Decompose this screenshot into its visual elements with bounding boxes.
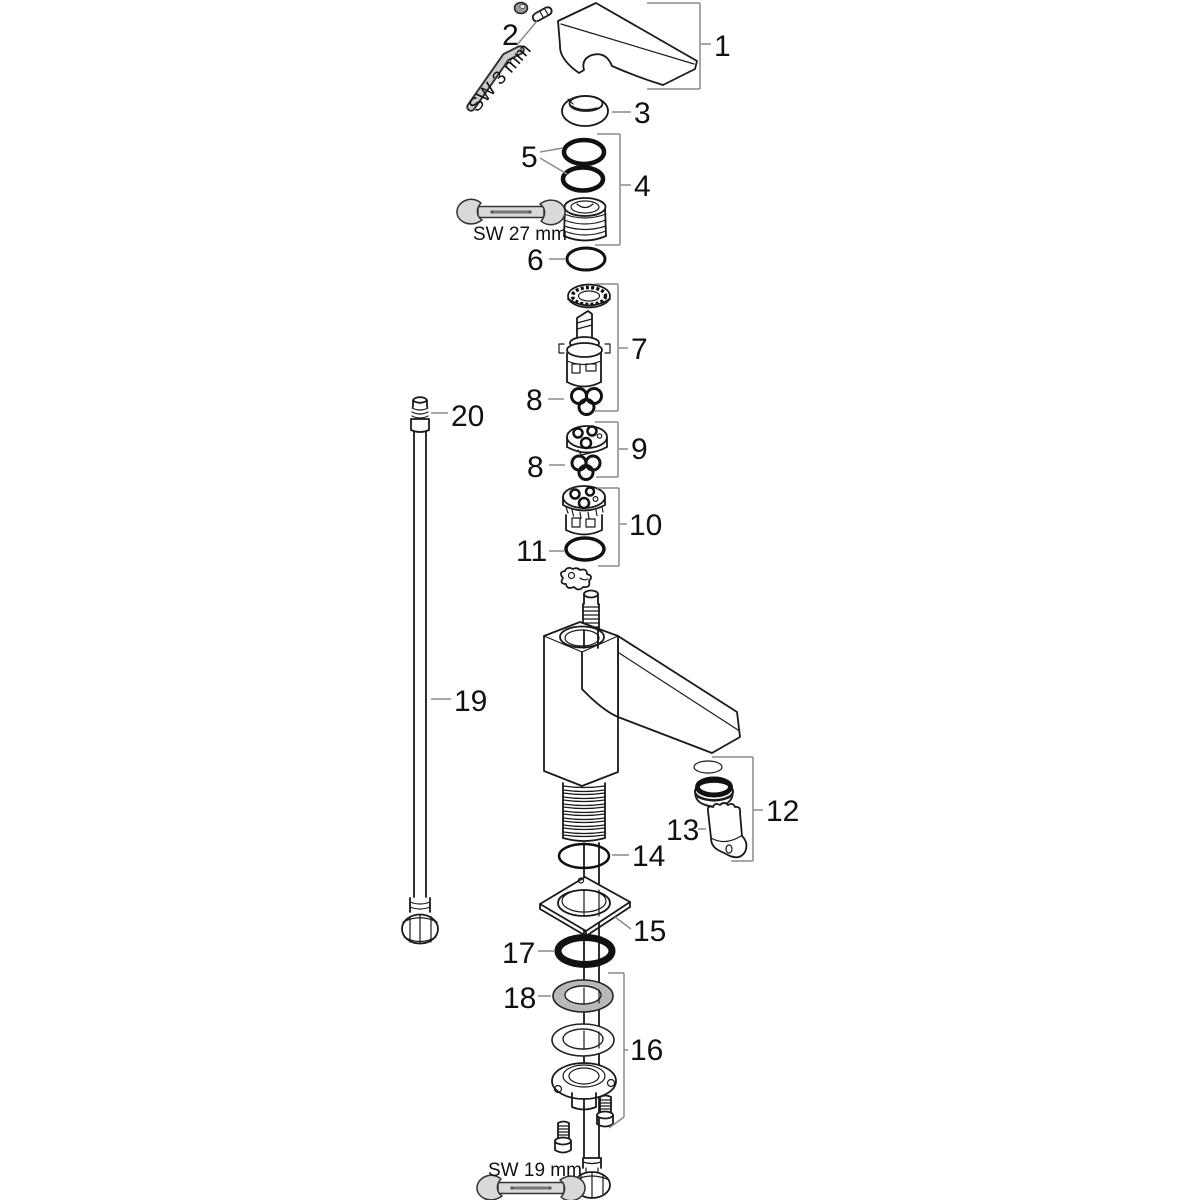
callout-11: 11 [516,535,547,568]
open-end-wrench-27-icon [456,198,566,226]
part-6-oring-drawing [565,246,607,272]
callout-16-bracket [608,972,628,1129]
callout-12-bracket [712,756,763,862]
part-2-screw-set-drawing [513,1,553,46]
callout-3: 3 [634,97,651,130]
callout-16: 16 [630,1034,663,1067]
part-14-oring-drawing [557,842,611,870]
part-8-seal-upper-drawing [570,387,603,416]
part-11-oring-drawing [564,536,606,562]
callout-5: 5 [521,141,538,174]
callout-13: 13 [666,814,699,847]
callout-12: 12 [766,795,799,828]
faucet-body-drawing [543,589,741,1159]
wrench-27-size-label: SW 27 mm [473,224,567,245]
part-16-fixation-set-drawing [551,1023,617,1199]
part-17-seal-drawing [554,934,616,968]
callout-5-leaders [539,147,568,175]
callout-10: 10 [629,509,662,542]
callout-9-bracket [595,421,628,478]
callout-1: 1 [714,30,731,63]
part-5-orings-drawing [560,137,607,193]
callout-20: 20 [451,400,484,433]
part-10-insert-drawing [562,485,606,536]
part-8-seal-lower-drawing [570,454,602,481]
wrench-19-size-label: SW 19 mm [488,1160,582,1181]
callout-9: 9 [631,433,648,466]
callout-19: 19 [454,685,487,718]
callout-4-bracket [595,133,631,246]
callout-7-bracket [595,283,628,412]
callout-8b: 8 [527,451,544,484]
part-3-collar-drawing [561,95,609,127]
callout-15: 15 [633,915,666,948]
callout-2: 2 [502,19,519,52]
callout-17: 17 [502,937,535,970]
part-18-washer-drawing [552,979,614,1013]
callout-6: 6 [527,244,544,277]
part-13-aerator-key-drawing [706,802,748,859]
open-end-wrench-19-icon [476,1174,586,1200]
part-9-disc-drawing [566,425,608,456]
callout-14: 14 [632,840,665,873]
part-15-escutcheon-drawing [539,876,631,937]
part-7-cartridge-drawing [558,283,611,388]
part-4-cartridge-nut-drawing [563,197,607,242]
callout-15-leader [614,916,632,930]
part-12-aerator-drawing [693,760,734,808]
allen-key-icon [466,45,525,112]
part-19-20-supply-hose-drawing [401,396,439,945]
callout-18: 18 [503,982,536,1015]
part-1-lever-handle-drawing [557,2,698,86]
allen-key-size-label: SW 3 mm [465,40,536,117]
callout-10-bracket [597,487,627,567]
callout-7: 7 [631,333,648,366]
callout-4: 4 [634,170,651,203]
callout-1-bracket [647,2,711,90]
cross-gasket-drawing [560,566,592,591]
callout-8a: 8 [526,384,543,417]
